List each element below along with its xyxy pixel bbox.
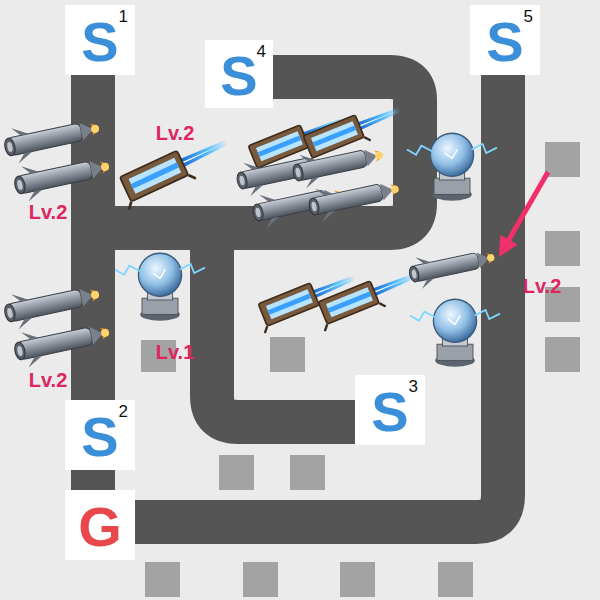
missile-tower xyxy=(1,276,102,331)
missile-tower xyxy=(406,241,497,291)
level-label: Lv.2 xyxy=(29,201,68,223)
slot xyxy=(545,231,580,266)
point-number: 2 xyxy=(119,403,128,420)
spawn-box: S2 xyxy=(65,400,135,470)
slot xyxy=(545,142,580,177)
missile-tower xyxy=(11,314,112,369)
missile-tower xyxy=(306,172,402,224)
laser-tower xyxy=(314,264,422,331)
slot xyxy=(270,337,305,372)
point-letter: S xyxy=(81,14,118,70)
point-number: 5 xyxy=(524,8,533,25)
tower-slots xyxy=(141,142,580,597)
point-number: 3 xyxy=(409,378,418,395)
point-letter: S xyxy=(220,48,257,104)
slot xyxy=(340,562,375,597)
level-label: Lv.2 xyxy=(523,275,562,297)
point-letter: G xyxy=(78,499,122,555)
point-number: 4 xyxy=(257,43,266,60)
point-letter: S xyxy=(371,384,408,440)
level-label: Lv.2 xyxy=(156,122,195,144)
spawn-box: S3 xyxy=(355,375,425,445)
slot xyxy=(219,455,254,490)
slot xyxy=(438,562,473,597)
point-letter: S xyxy=(486,14,523,70)
level-label: Lv.2 xyxy=(29,369,68,391)
missile-tower xyxy=(11,148,112,203)
pointer-arrow xyxy=(503,172,548,250)
tesla-tower xyxy=(407,133,497,201)
slot xyxy=(145,562,180,597)
slot xyxy=(290,455,325,490)
towers xyxy=(1,98,500,369)
road-outer xyxy=(93,40,503,522)
spawn-box: S4 xyxy=(205,40,273,108)
spawn-box: S5 xyxy=(470,5,540,75)
missile-tower xyxy=(1,110,102,165)
tesla-tower xyxy=(115,253,205,321)
slot xyxy=(243,562,278,597)
missile-tower xyxy=(290,138,386,190)
road xyxy=(93,40,503,522)
spawn-box: S1 xyxy=(65,5,135,75)
tesla-tower xyxy=(410,299,500,367)
point-letter: S xyxy=(81,409,118,465)
goal-box: G xyxy=(65,490,135,560)
point-number: 1 xyxy=(119,8,128,25)
level-label: Lv.1 xyxy=(156,341,195,363)
slot xyxy=(545,337,580,372)
